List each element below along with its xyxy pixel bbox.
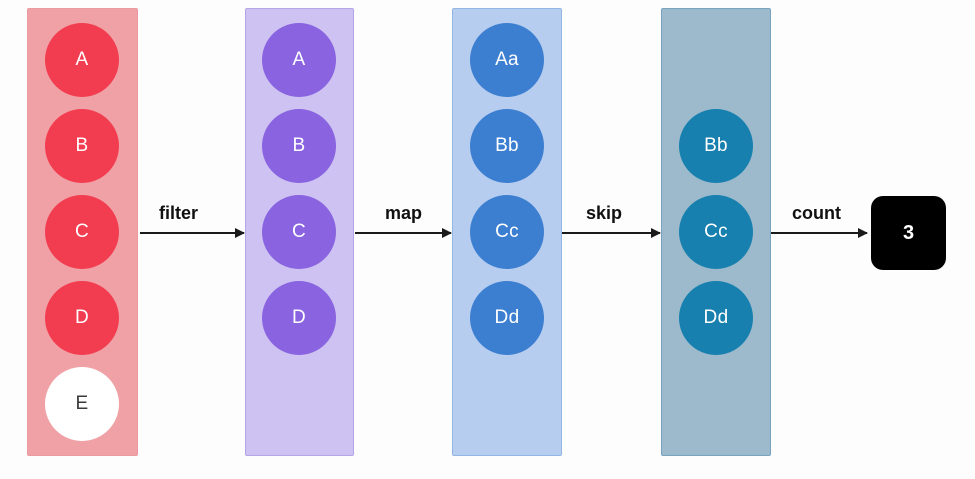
item-label: Cc xyxy=(704,221,728,242)
item-circle[interactable]: B xyxy=(262,109,336,183)
item-circle[interactable]: Cc xyxy=(470,195,544,269)
arrow-filter xyxy=(140,228,245,238)
arrow-count xyxy=(771,228,868,238)
item-label: C xyxy=(74,221,90,242)
item-label: E xyxy=(75,393,89,414)
item-label: C xyxy=(291,221,307,242)
item-circle[interactable]: Dd xyxy=(470,281,544,355)
item-circle[interactable]: D xyxy=(262,281,336,355)
item-label: A xyxy=(292,49,306,70)
item-circle[interactable]: A xyxy=(45,23,119,97)
item-label: B xyxy=(292,135,306,156)
item-circle[interactable]: C xyxy=(45,195,119,269)
operator-label-filter: filter xyxy=(159,203,199,223)
result-value: 3 xyxy=(902,221,915,244)
item-circle[interactable]: Cc xyxy=(679,195,753,269)
item-circle[interactable]: D xyxy=(45,281,119,355)
arrow-skip xyxy=(562,228,661,238)
operator-label-map: map xyxy=(385,203,423,223)
operator-label-skip: skip xyxy=(586,203,623,223)
item-label: Dd xyxy=(703,307,729,328)
item-circle[interactable]: Aa xyxy=(470,23,544,97)
item-circle-excluded[interactable]: E xyxy=(45,367,119,441)
item-label: B xyxy=(75,135,89,156)
arrow-map xyxy=(355,228,452,238)
item-label: D xyxy=(291,307,307,328)
item-label: Aa xyxy=(495,49,519,70)
item-label: Cc xyxy=(495,221,519,242)
operator-label-count: count xyxy=(792,203,841,223)
item-label: Bb xyxy=(704,135,728,156)
item-circle[interactable]: A xyxy=(262,23,336,97)
result-box[interactable]: 3 xyxy=(871,196,946,270)
item-label: Dd xyxy=(494,307,520,328)
item-label: Bb xyxy=(495,135,519,156)
item-circle[interactable]: Bb xyxy=(470,109,544,183)
item-label: D xyxy=(74,307,90,328)
item-circle[interactable]: Dd xyxy=(679,281,753,355)
item-label: A xyxy=(75,49,89,70)
item-circle[interactable]: Bb xyxy=(679,109,753,183)
item-circle[interactable]: C xyxy=(262,195,336,269)
item-circle[interactable]: B xyxy=(45,109,119,183)
